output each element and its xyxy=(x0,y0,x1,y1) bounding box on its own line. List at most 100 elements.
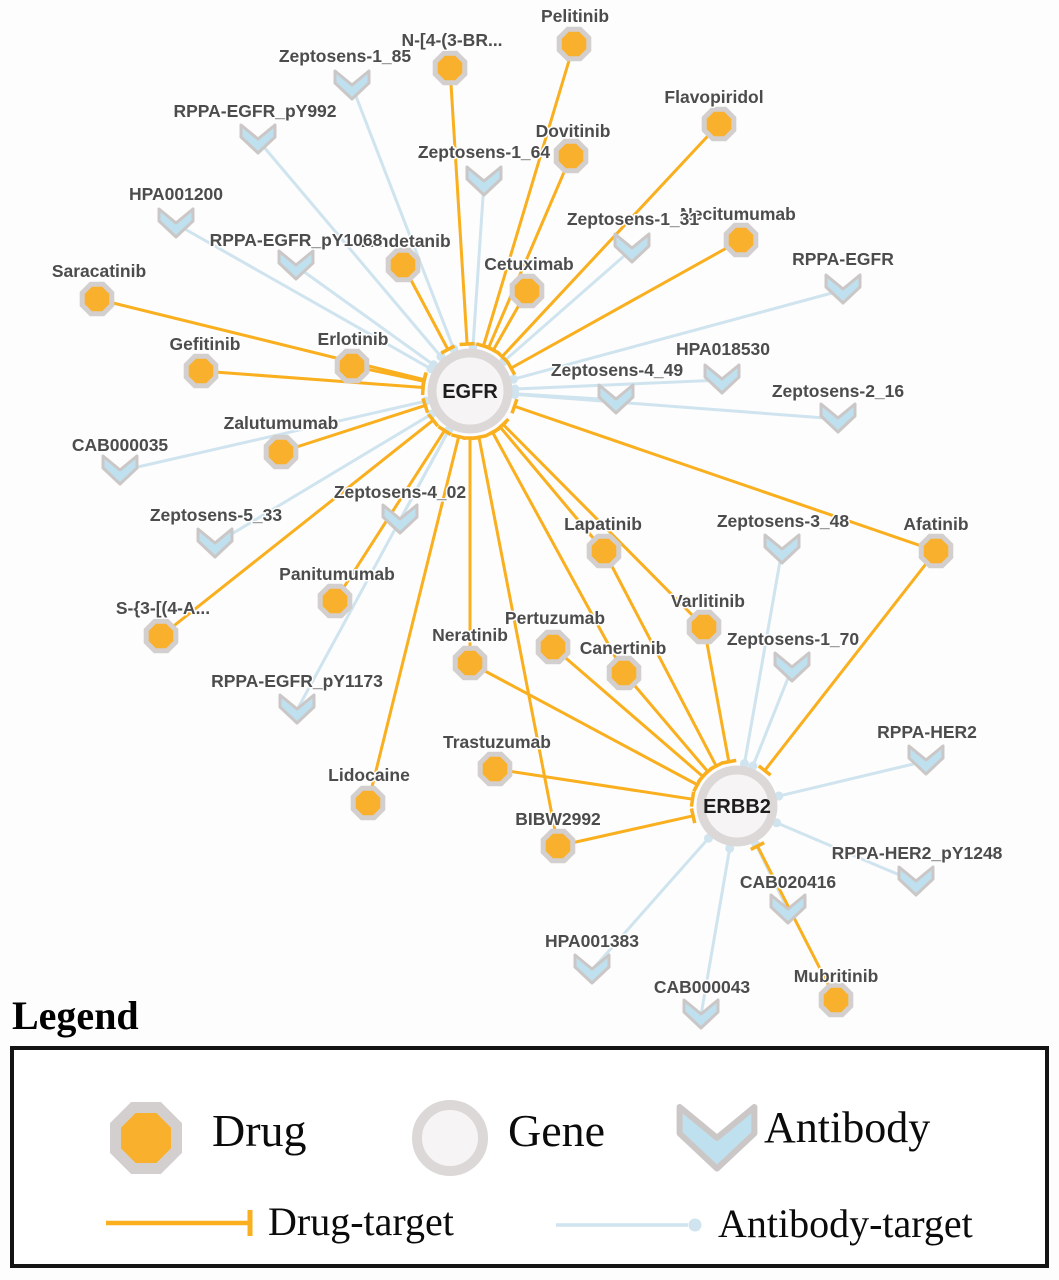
drug-node[interactable] xyxy=(183,353,219,389)
drug-node[interactable] xyxy=(385,247,421,283)
drug-edge-inhibit-bar xyxy=(485,427,500,438)
drug-node[interactable] xyxy=(317,583,353,619)
drug-edge-inhibit-bar xyxy=(427,413,440,428)
legend-gene-icon xyxy=(412,1100,488,1176)
legend-drug-target-edge-icon xyxy=(106,1210,253,1236)
gene-label: EGFR xyxy=(442,381,498,403)
antibody-node[interactable] xyxy=(819,402,857,434)
drug-label: Pertuzumab xyxy=(505,608,605,628)
drug-node[interactable] xyxy=(818,982,854,1018)
drug-target-edge xyxy=(499,426,606,552)
antibody-node[interactable] xyxy=(101,454,139,486)
drug-node[interactable] xyxy=(452,645,488,681)
gene-node[interactable] xyxy=(427,348,513,434)
drug-target-edge xyxy=(510,238,742,370)
drug-node[interactable] xyxy=(143,618,179,654)
antibody-node[interactable] xyxy=(682,998,720,1030)
drug-target-edge xyxy=(557,814,694,848)
drug-node[interactable] xyxy=(263,434,299,470)
drug-label: Zalutumumab xyxy=(224,413,339,433)
antibody-node[interactable] xyxy=(597,383,635,415)
drug-label: Gefitinib xyxy=(170,334,241,354)
drug-label: Pelitinib xyxy=(541,6,609,26)
drug-edge-inhibit-bar xyxy=(721,758,737,765)
antibody-node[interactable] xyxy=(278,693,316,725)
drug-target-edge xyxy=(487,155,573,349)
antibody-target-edge xyxy=(513,288,844,381)
drug-node[interactable] xyxy=(535,629,571,665)
antibody-label: RPPA-EGFR_pY992 xyxy=(173,101,336,121)
drug-label: Panitumumab xyxy=(279,564,395,584)
legend-antibody-icon xyxy=(676,1104,758,1172)
drug-label: Vandetanib xyxy=(357,231,450,251)
antibody-label: Zeptosens-4_02 xyxy=(334,482,467,502)
antibody-node[interactable] xyxy=(196,527,234,559)
antibody-label: RPPA-HER2_pY1248 xyxy=(832,843,1003,863)
legend-antibody-label: Antibody xyxy=(764,1103,931,1152)
drug-node[interactable] xyxy=(606,655,642,691)
drug-edge-inhibit-bar xyxy=(505,360,517,376)
antibody-node[interactable] xyxy=(907,744,945,776)
antibody-label: RPPA-EGFR_pY1173 xyxy=(211,671,383,691)
drug-target-edge xyxy=(280,404,426,454)
drug-target-edge xyxy=(494,767,693,801)
drug-node[interactable] xyxy=(701,106,737,142)
antibody-target-edge xyxy=(175,222,432,371)
antibody-node[interactable] xyxy=(239,123,277,155)
drug-node[interactable] xyxy=(432,50,468,86)
legend-antibody-target-label: Antibody-target xyxy=(718,1201,973,1246)
legend-drug-target-label: Drug-target xyxy=(268,1199,454,1244)
antibody-node[interactable] xyxy=(465,165,503,197)
drug-node[interactable] xyxy=(686,609,722,645)
antibody-node[interactable] xyxy=(381,503,419,535)
drug-target-edge xyxy=(602,550,718,767)
antibody-node[interactable] xyxy=(763,533,801,565)
gene-node[interactable] xyxy=(696,765,778,847)
drug-label: Trastuzumab xyxy=(443,732,551,752)
antibody-label: Zeptosens-1_85 xyxy=(279,46,412,66)
antibody-node[interactable] xyxy=(773,651,811,683)
antibody-node[interactable] xyxy=(703,363,741,395)
antibody-node[interactable] xyxy=(769,893,807,925)
drug-label: Cetuximab xyxy=(484,254,573,274)
drug-node[interactable] xyxy=(334,348,370,384)
antibody-edge-terminal-dot xyxy=(510,389,520,399)
antibody-node[interactable] xyxy=(897,865,935,897)
drug-edge-inhibit-bar xyxy=(471,434,487,441)
drug-label: S-{3-[(4-A... xyxy=(116,598,210,618)
antibody-node[interactable] xyxy=(333,69,371,101)
drug-node[interactable] xyxy=(509,273,545,309)
label-layer: PelitinibN-[4-(3-BR...DovitinibFlavopiri… xyxy=(50,5,1004,999)
drug-label: Necitumumab xyxy=(680,204,796,224)
edge-layer xyxy=(96,43,938,1016)
drug-edge-inhibit-bar xyxy=(701,765,715,778)
drug-node[interactable] xyxy=(918,533,954,569)
drug-target-edge xyxy=(763,550,938,772)
antibody-node[interactable] xyxy=(157,207,195,239)
antibody-node[interactable] xyxy=(277,249,315,281)
antibody-edge-dot-icon xyxy=(688,1218,702,1232)
antibody-node[interactable] xyxy=(824,273,862,305)
drug-edge-inhibit-bar xyxy=(689,808,697,824)
drug-edge-inhibit-bar xyxy=(459,341,475,347)
drug-edge-inhibit-bar xyxy=(437,425,452,437)
drug-edge-inhibit-bar xyxy=(421,397,430,414)
drug-target-edge xyxy=(469,661,699,787)
legend-box xyxy=(10,1046,1049,1268)
drug-node[interactable] xyxy=(350,785,386,821)
drug-node[interactable] xyxy=(553,138,589,174)
antibody-label: HPA001383 xyxy=(545,931,639,951)
drug-node[interactable] xyxy=(586,533,622,569)
drug-label: Neratinib xyxy=(432,625,508,645)
drug-edge-inhibit-bar xyxy=(749,841,765,852)
drug-node[interactable] xyxy=(79,281,115,317)
drug-target-edge xyxy=(702,626,731,763)
antibody-node[interactable] xyxy=(573,953,611,985)
drug-node[interactable] xyxy=(540,828,576,864)
drug-node[interactable] xyxy=(477,751,513,787)
antibody-node[interactable] xyxy=(613,232,651,264)
drug-node[interactable] xyxy=(556,26,592,62)
drug-node[interactable] xyxy=(723,222,759,258)
